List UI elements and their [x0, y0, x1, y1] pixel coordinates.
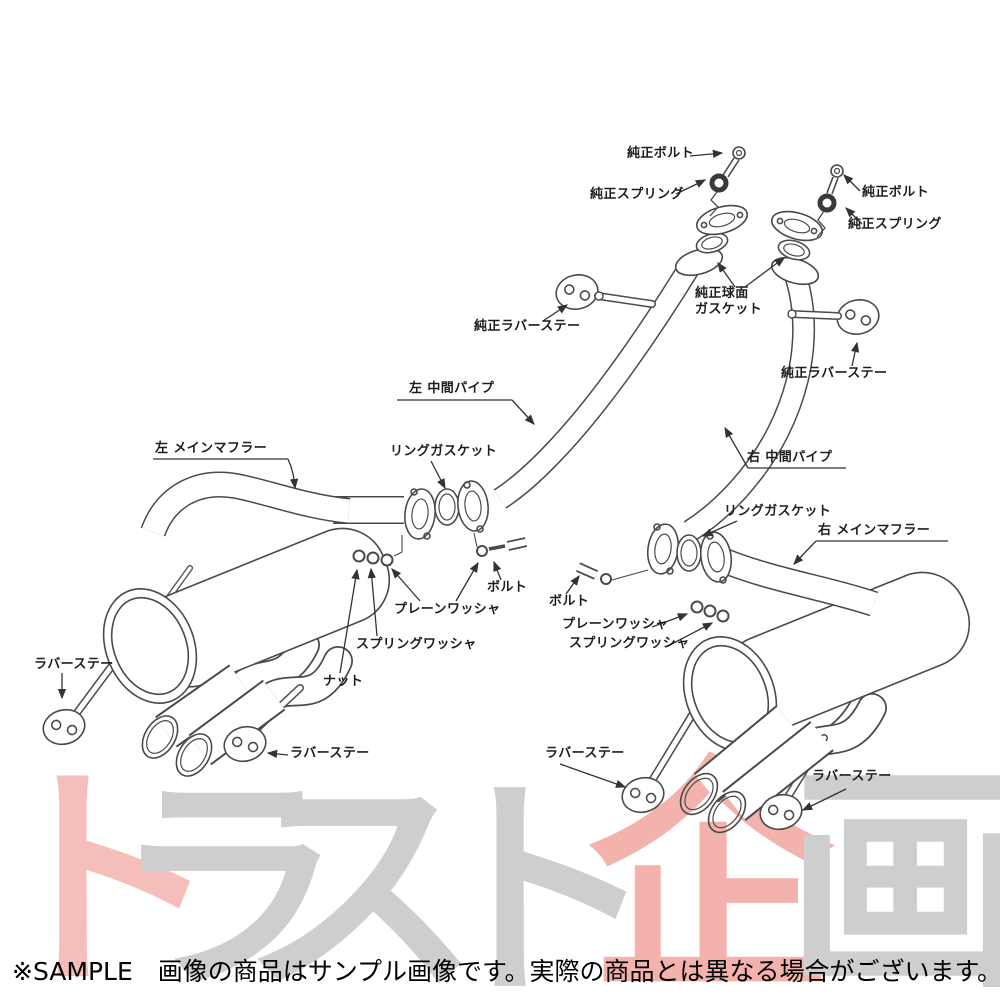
label-genuine-rubber-stay-right: 純正ラバーステー [781, 366, 888, 381]
label-rubber-stay-center-left: ラバーステー [290, 746, 370, 761]
label-genuine-rubber-stay-left: 純正ラバーステー [474, 319, 581, 334]
label-right-main-muffler: 右 メインマフラー [818, 523, 931, 538]
label-genuine-bolt-left: 純正ボルト [627, 146, 695, 161]
label-left-main-muffler: 左 メインマフラー [155, 441, 268, 456]
label-plain-washer-right: プレーンワッシャ [562, 617, 669, 632]
watermark-char: ト [420, 755, 658, 1000]
label-rubber-stay-center-right: ラバーステー [545, 746, 625, 761]
watermark-char: 画 [786, 742, 1000, 1000]
label-ring-gasket-left: リングガスケット [390, 444, 498, 459]
label-plain-washer-left: プレーンワッシャ [394, 602, 501, 617]
label-spring-washer-right: スプリングワッシャ [569, 636, 690, 651]
label-right-mid-pipe: 右 中間パイプ [747, 450, 833, 465]
label-bolt-right: ボルト [549, 594, 590, 609]
label-bolt-left: ボルト [487, 580, 528, 595]
watermark-char: ラ [112, 753, 345, 1000]
label-genuine-spring-left: 純正スプリング [590, 187, 684, 202]
label-genuine-spherical-gasket-line2: ガスケット [695, 302, 763, 317]
label-genuine-spring-right: 純正スプリング [848, 217, 942, 232]
label-genuine-bolt-right: 純正ボルト [862, 185, 930, 200]
sample-disclaimer-text: ※SAMPLE 画像の商品はサンプル画像です。実際の商品とは異なる場合がございま… [12, 957, 1000, 986]
label-genuine-spherical-gasket: 純正球面 ガスケット [695, 286, 762, 318]
label-nut-left: ナット [323, 674, 364, 689]
label-left-mid-pipe: 左 中間パイプ [409, 381, 495, 396]
watermark-char: ト [0, 742, 223, 1000]
watermark-char: ス [240, 748, 481, 1000]
label-genuine-spherical-gasket-line1: 純正球面 [695, 286, 749, 301]
label-ring-gasket-right: リングガスケット [724, 504, 832, 519]
label-spring-washer-left: スプリングワッシャ [356, 637, 477, 652]
label-rubber-stay-bottom-right: ラバーステー [812, 769, 892, 784]
label-rubber-stay-bottom-left: ラバーステー [34, 657, 114, 672]
